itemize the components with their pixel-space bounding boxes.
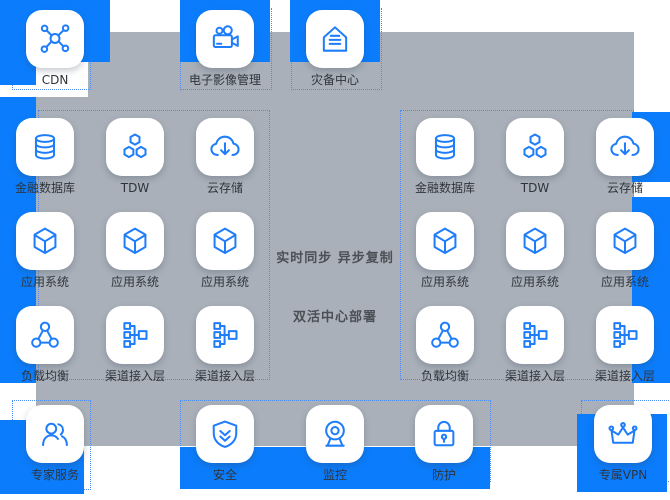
node-label: 负载均衡 [20, 369, 70, 383]
cube-icon [518, 224, 552, 258]
shield-icon [208, 417, 242, 451]
node-application-system: 应用系统 [16, 212, 74, 289]
node-label: 应用系统 [20, 275, 70, 289]
node-label: 云存储 [606, 181, 644, 195]
dual-active-label: 双活中心部署 [292, 310, 377, 325]
node-load-balancer: 负载均衡 [416, 306, 474, 383]
cube-icon [28, 224, 62, 258]
node-label: 金融数据库 [414, 181, 476, 195]
node-channel-access-layer: 渠道接入层 [595, 306, 655, 383]
node-cloud-storage: 云存储 [196, 118, 254, 195]
node-application-system: 应用系统 [196, 212, 254, 289]
database-icon [28, 130, 62, 164]
webcam-icon [318, 417, 352, 451]
node-label: 电子影像管理 [188, 73, 262, 87]
node-label: 应用系统 [420, 275, 470, 289]
node-label: 渠道接入层 [104, 369, 166, 383]
cloud-download-icon [608, 130, 642, 164]
hexagons-icon [118, 130, 152, 164]
cube-icon [118, 224, 152, 258]
node-expert-service: 专家服务 [26, 405, 84, 482]
node-label: 监控 [322, 468, 348, 482]
hexagons-icon [518, 130, 552, 164]
node-disaster-recovery-center: 灾备中心 [306, 10, 364, 87]
node-label: TDW [120, 181, 150, 195]
node-label: 应用系统 [200, 275, 250, 289]
cube-icon [208, 224, 242, 258]
node-financial-database: 金融数据库 [15, 118, 75, 195]
node-application-system: 应用系统 [596, 212, 654, 289]
node-label: 应用系统 [110, 275, 160, 289]
cube-icon [608, 224, 642, 258]
crown-icon [606, 417, 640, 451]
node-label: 渠道接入层 [594, 369, 656, 383]
node-cloud-storage: 云存储 [596, 118, 654, 195]
node-electronic-imaging: 电子影像管理 [189, 10, 261, 87]
node-security: 安全 [196, 405, 254, 482]
sync-mode-label: 实时同步 异步复制 [276, 251, 394, 266]
node-monitoring: 监控 [306, 405, 364, 482]
network-icon [38, 22, 72, 56]
node-protection: 防护 [415, 405, 473, 482]
node-cdn: CDN [26, 10, 84, 87]
node-label: 灾备中心 [310, 73, 360, 87]
load-balancer-icon [428, 318, 462, 352]
users-icon [38, 417, 72, 451]
load-balancer-icon [28, 318, 62, 352]
node-channel-access-layer: 渠道接入层 [505, 306, 565, 383]
access-layer-icon [208, 318, 242, 352]
access-layer-icon [608, 318, 642, 352]
node-label: TDW [520, 181, 550, 195]
disaster-recovery-icon [318, 22, 352, 56]
access-layer-icon [518, 318, 552, 352]
node-label: 应用系统 [600, 275, 650, 289]
node-load-balancer: 负载均衡 [16, 306, 74, 383]
node-label: 云存储 [206, 181, 244, 195]
node-tdw: TDW [506, 118, 564, 195]
database-icon [428, 130, 462, 164]
access-layer-icon [118, 318, 152, 352]
node-channel-access-layer: 渠道接入层 [105, 306, 165, 383]
cloud-download-icon [208, 130, 242, 164]
node-tdw: TDW [106, 118, 164, 195]
node-application-system: 应用系统 [506, 212, 564, 289]
node-financial-database: 金融数据库 [415, 118, 475, 195]
node-label: 应用系统 [510, 275, 560, 289]
video-camera-icon [208, 22, 242, 56]
node-label: 专家服务 [30, 468, 80, 482]
node-channel-access-layer: 渠道接入层 [195, 306, 255, 383]
node-application-system: 应用系统 [416, 212, 474, 289]
node-dedicated-vpn: 专属VPN [594, 405, 652, 482]
node-application-system: 应用系统 [106, 212, 164, 289]
lock-icon [427, 417, 461, 451]
node-label: 专属VPN [598, 468, 648, 482]
node-label: 负载均衡 [420, 369, 470, 383]
node-label: 安全 [212, 468, 238, 482]
node-label: 渠道接入层 [194, 369, 256, 383]
node-label: 金融数据库 [14, 181, 76, 195]
cube-icon [428, 224, 462, 258]
node-label: CDN [41, 73, 69, 87]
node-label: 防护 [431, 468, 457, 482]
node-label: 渠道接入层 [504, 369, 566, 383]
